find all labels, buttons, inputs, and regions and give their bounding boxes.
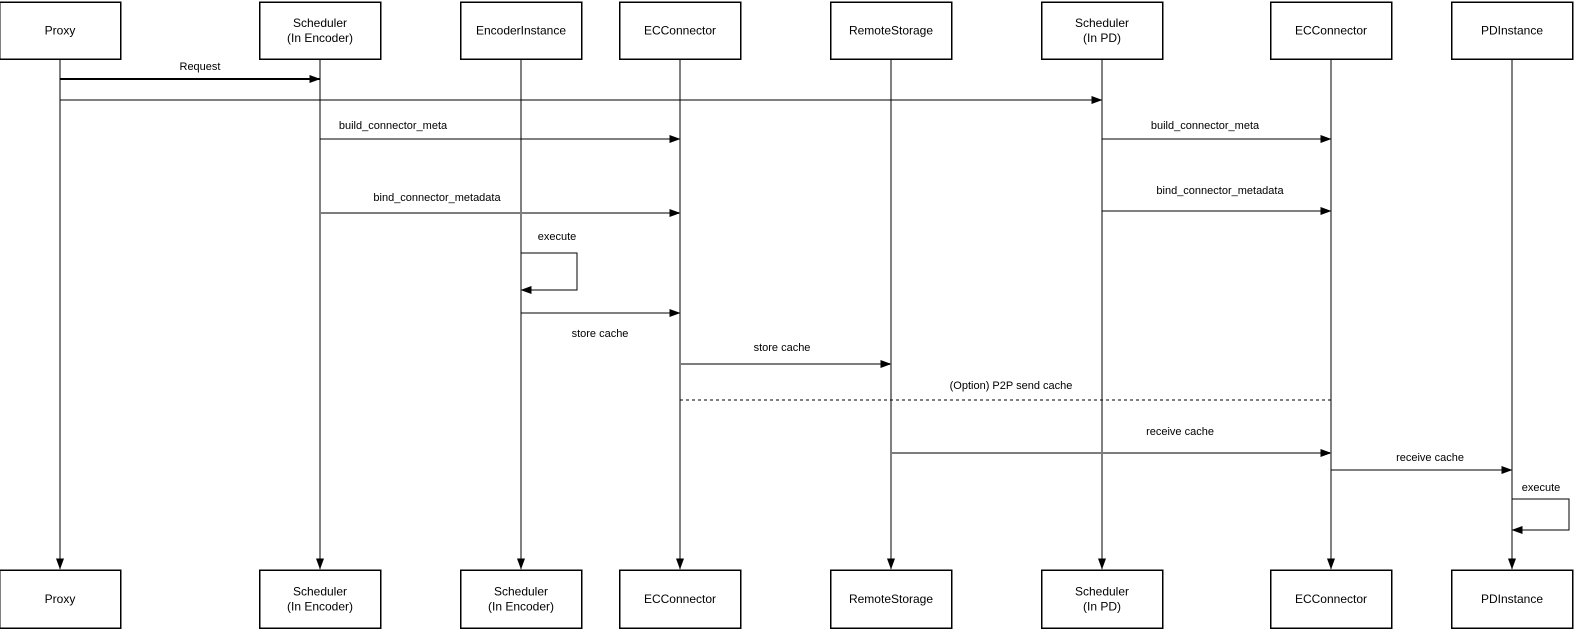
p2p-send-cache-label: (Option) P2P send cache xyxy=(950,380,1073,392)
ec-connector-pd-top-label: ECConnector xyxy=(1295,24,1367,38)
receive-cache-pd-instance-label: receive cache xyxy=(1396,452,1464,464)
ec-connector-encoder-top-label: ECConnector xyxy=(644,24,716,38)
scheduler-in-pd-top-label: Scheduler(In PD) xyxy=(1075,16,1129,45)
ec-connector-encoder-bottom-box xyxy=(618,569,742,629)
remote-storage-bottom-box xyxy=(829,569,953,629)
ec-connector-pd-top-box xyxy=(1269,1,1393,60)
scheduler-in-encoder-top-box xyxy=(258,1,382,60)
message-build-connector-meta-pd: build_connector_meta xyxy=(1102,120,1332,143)
remote-storage-top-box xyxy=(829,1,953,60)
build-connector-meta-encoder-label: build_connector_meta xyxy=(339,120,448,132)
ec-connector-pd-bottom-label: ECConnector xyxy=(1295,592,1367,606)
encoder-instance-bottom-label: Scheduler(In Encoder) xyxy=(488,585,554,614)
message-bind-connector-metadata-encoder: bind_connector_metadata xyxy=(320,192,681,217)
scheduler-in-encoder-top-label: Scheduler(In Encoder) xyxy=(287,16,353,45)
remote-storage-top-label: RemoteStorage xyxy=(849,24,933,38)
receive-cache-ec-connector-label: receive cache xyxy=(1146,426,1214,438)
execute-encoder-label: execute xyxy=(538,231,577,243)
message-store-cache-ec-connector: store cache xyxy=(521,309,681,340)
encoder-instance-top-label: EncoderInstance xyxy=(476,24,566,38)
execute-pd-line xyxy=(1511,498,1570,534)
ec-connector-pd-bottom-box xyxy=(1269,569,1393,629)
pd-instance-top-label: PDInstance xyxy=(1481,24,1543,38)
bind-connector-metadata-pd-label: bind_connector_metadata xyxy=(1156,185,1284,197)
message-store-cache-remote-storage: store cache xyxy=(680,342,892,368)
store-cache-ec-connector-label: store cache xyxy=(572,328,629,340)
message-execute-pd: execute xyxy=(1511,482,1570,534)
remote-storage-bottom-label: RemoteStorage xyxy=(849,592,933,606)
build-connector-meta-pd-label: build_connector_meta xyxy=(1151,120,1260,132)
scheduler-in-pd-top-box xyxy=(1040,1,1164,60)
message-bind-connector-metadata-pd: bind_connector_metadata xyxy=(1102,185,1332,215)
message-receive-cache-ec-connector: receive cache xyxy=(891,426,1332,457)
scheduler-in-encoder-bottom-box xyxy=(258,569,382,629)
scheduler-in-pd-bottom-box xyxy=(1040,569,1164,629)
message-request: Request xyxy=(60,61,321,83)
proxy-top-label: Proxy xyxy=(45,24,76,38)
execute-pd-label: execute xyxy=(1522,482,1561,494)
ec-connector-encoder-top-box xyxy=(618,1,742,60)
bind-connector-metadata-encoder-label: bind_connector_metadata xyxy=(373,192,501,204)
message-p2p-send-cache: (Option) P2P send cache xyxy=(680,380,1331,401)
actor-scheduler-in-encoder: Scheduler(In Encoder) Scheduler(In Encode… xyxy=(258,1,382,629)
ec-connector-encoder-bottom-label: ECConnector xyxy=(644,592,716,606)
proxy-bottom-box xyxy=(0,569,122,629)
store-cache-remote-storage-label: store cache xyxy=(754,342,811,354)
pd-instance-top-box xyxy=(1450,1,1574,60)
pd-instance-bottom-label: PDInstance xyxy=(1481,592,1543,606)
pd-instance-bottom-box xyxy=(1450,569,1574,629)
message-receive-cache-pd-instance: receive cache xyxy=(1331,452,1513,474)
actor-scheduler-in-pd: Scheduler(In PD) Scheduler(In PD) xyxy=(1040,1,1164,629)
scheduler-in-pd-bottom-label: Scheduler(In PD) xyxy=(1075,585,1129,614)
message-build-connector-meta-encoder: build_connector_meta xyxy=(320,120,681,143)
proxy-top-box xyxy=(0,1,122,60)
proxy-bottom-label: Proxy xyxy=(45,592,76,606)
scheduler-in-encoder-bottom-label: Scheduler(In Encoder) xyxy=(287,585,353,614)
execute-encoder-line xyxy=(520,252,578,294)
request-label: Request xyxy=(180,61,221,73)
message-execute-encoder: execute xyxy=(520,231,578,294)
encoder-instance-bottom-box xyxy=(459,569,583,629)
